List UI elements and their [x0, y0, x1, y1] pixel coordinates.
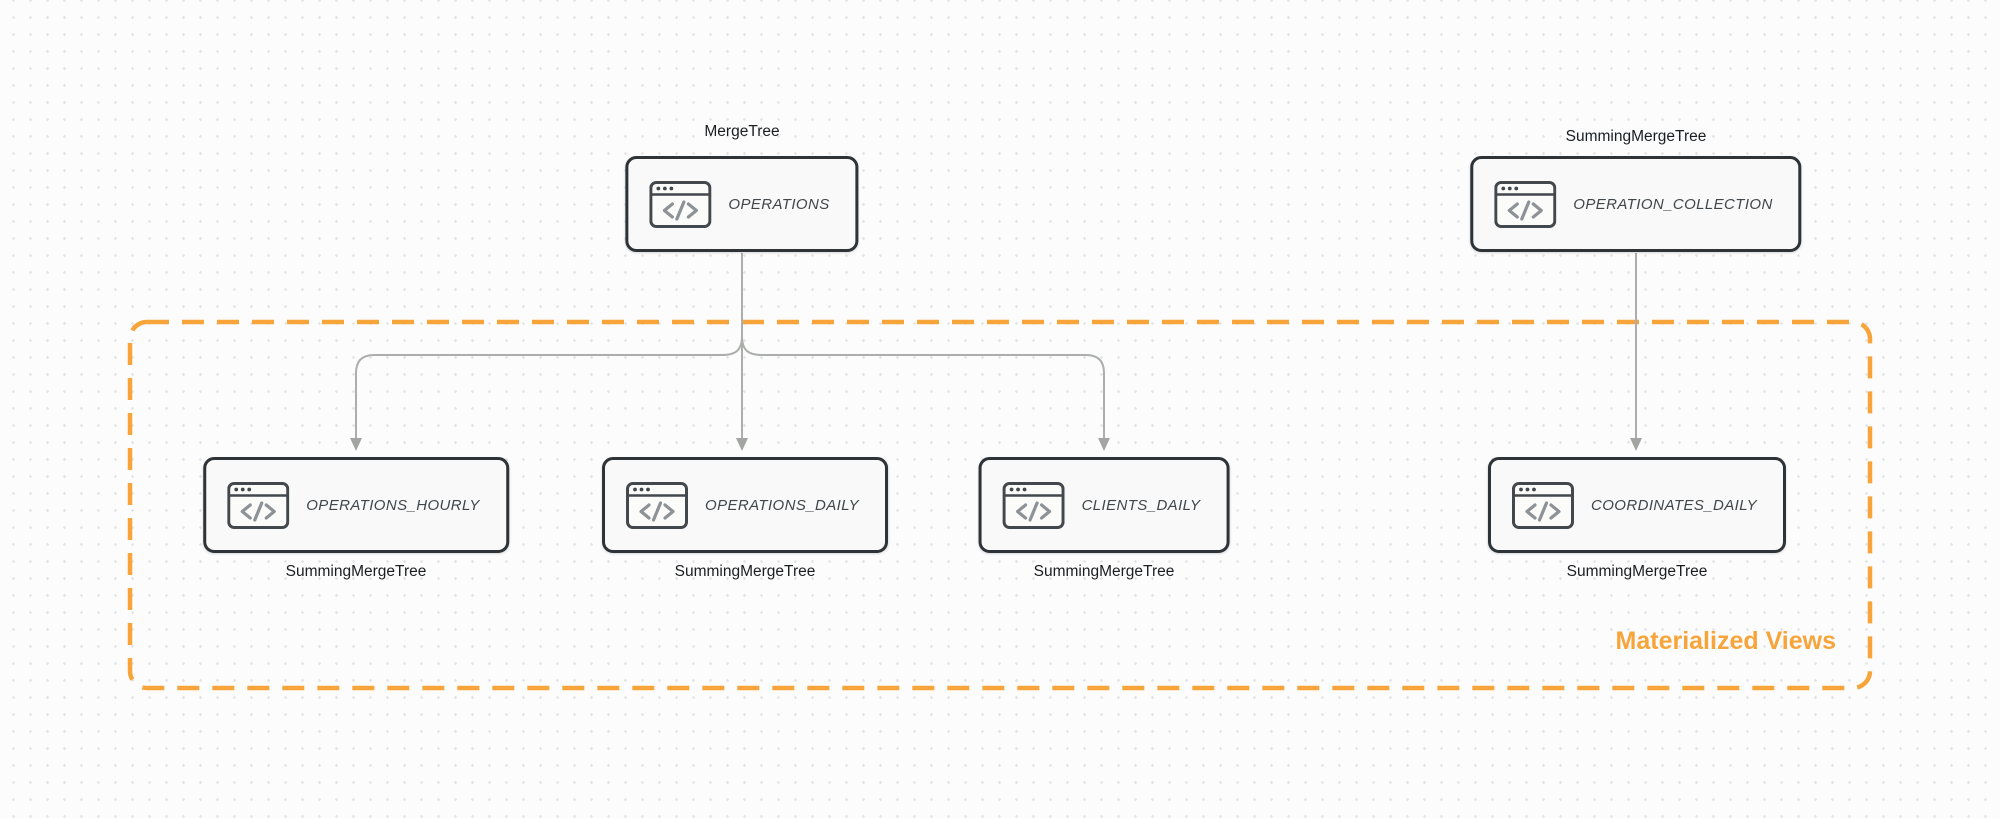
node-label: COORDINATES_DAILY: [1590, 496, 1758, 514]
node-operation-collection[interactable]: OPERATION_COLLECTION: [1470, 156, 1802, 252]
materialized-views-label: Materialized Views: [1615, 627, 1836, 655]
node-label: OPERATIONS_DAILY: [705, 496, 859, 514]
engine-label-coordinates-daily: SummingMergeTree: [1566, 563, 1708, 580]
node-label: OPERATIONS: [728, 195, 830, 213]
edge-operations-to-operations-hourly: [350, 335, 743, 451]
node-label: CLIENTS_DAILY: [1081, 496, 1201, 514]
node-coordinates-daily[interactable]: COORDINATES_DAILY: [1487, 457, 1787, 553]
materialized-views-boundary: [127, 319, 1873, 691]
code-window-icon: [626, 481, 689, 529]
engine-label-operation-collection: SummingMergeTree: [1565, 128, 1707, 145]
code-window-icon: [1494, 180, 1557, 228]
code-window-icon: [1002, 481, 1065, 529]
node-operations-hourly[interactable]: OPERATIONS_HOURLY: [203, 457, 509, 553]
node-label: OPERATION_COLLECTION: [1573, 195, 1773, 213]
engine-label-operations: MergeTree: [704, 123, 780, 140]
code-window-icon: [227, 481, 290, 529]
node-operations-daily[interactable]: OPERATIONS_DAILY: [602, 457, 888, 553]
code-window-icon: [1511, 481, 1574, 529]
engine-label-operations-hourly: SummingMergeTree: [285, 563, 427, 580]
edge-operations-to-clients-daily: [741, 335, 1110, 451]
engine-label-operations-daily: SummingMergeTree: [674, 563, 816, 580]
node-operations[interactable]: OPERATIONS: [625, 156, 859, 252]
node-label: OPERATIONS_HOURLY: [306, 496, 480, 514]
code-window-icon: [649, 180, 712, 228]
engine-label-clients-daily: SummingMergeTree: [1033, 563, 1175, 580]
node-clients-daily[interactable]: CLIENTS_DAILY: [978, 457, 1230, 553]
